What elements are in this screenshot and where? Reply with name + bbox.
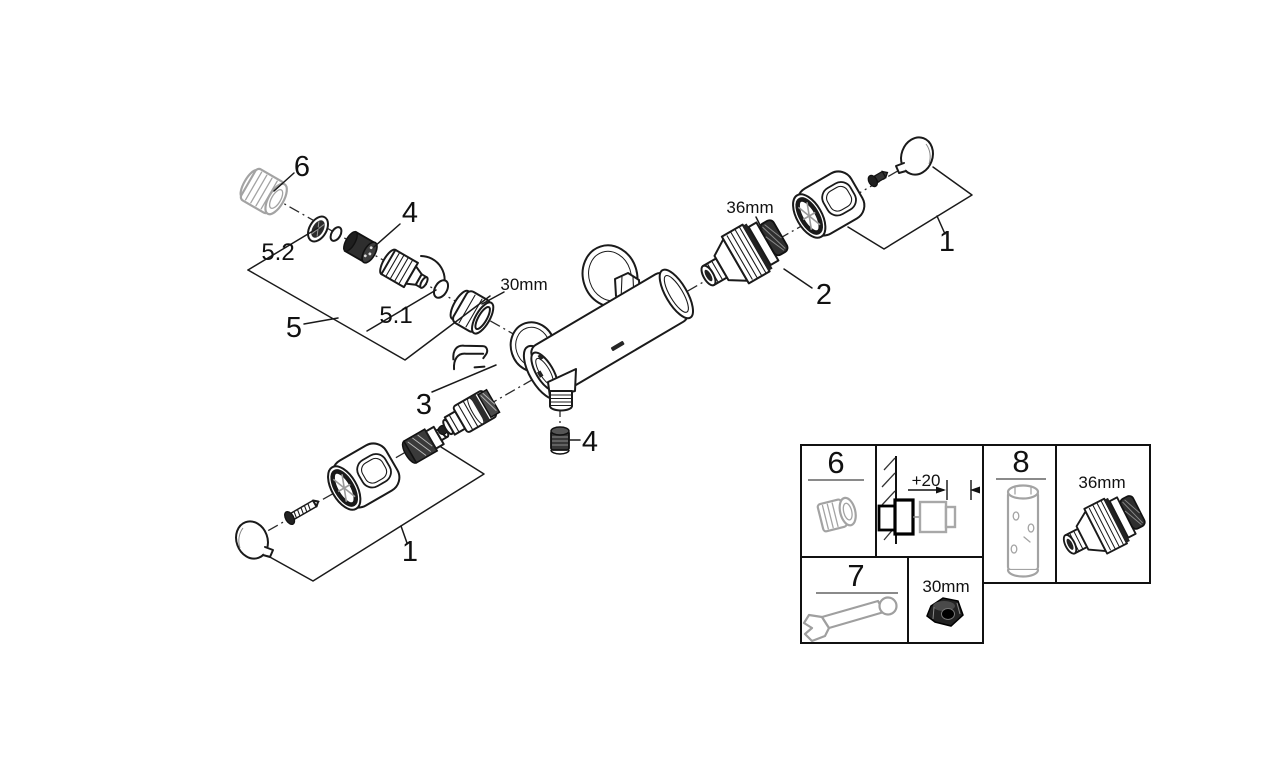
- callout-check-valve-group: 5: [286, 312, 302, 344]
- callout-cap-plug: 6: [294, 151, 310, 183]
- thermostat-cartridge-icon: [1053, 485, 1152, 570]
- body-lug: [537, 353, 544, 361]
- legend-table: 6 +20: [800, 444, 1152, 644]
- legend-8-label: 8: [1012, 444, 1029, 479]
- cap-plug-part: [239, 167, 288, 216]
- handle-screw-right: [867, 170, 889, 188]
- legend-plus20-label: +20: [912, 471, 941, 490]
- open-end-wrench-icon: [802, 596, 898, 643]
- outlet-check-valve-part: [550, 426, 570, 455]
- socket-sleeve-tool-icon: [1006, 484, 1040, 578]
- callout-cartridge-size: 36mm: [726, 198, 773, 217]
- handle-cap-disc-left: [229, 515, 275, 565]
- thermostat-cartridge-part: [689, 209, 795, 303]
- callout-union-nut-size: 30mm: [500, 275, 547, 294]
- small-o-ring: [329, 226, 343, 242]
- diverter-cartridge-part: [437, 388, 501, 436]
- adapter-part: [343, 230, 378, 264]
- legend-cell-6: 6: [808, 445, 864, 533]
- dimension-arrow-right: [936, 486, 946, 494]
- inlet-axis-line: [252, 185, 546, 353]
- legend-36mm-label: 36mm: [1078, 473, 1125, 492]
- extension-adapter-icon: [816, 496, 857, 533]
- handle-cap-disc-right: [894, 131, 940, 181]
- check-valve-part: [379, 248, 429, 289]
- callouts: 6 5.2 4 5 5.1 30mm 3 4 36mm 2 1 1: [247, 151, 973, 582]
- callout-handle-left: 1: [402, 536, 418, 568]
- hex-nut-icon: [926, 597, 964, 627]
- body-logo-mark: [610, 341, 625, 352]
- callout-outlet-check-valve: 4: [582, 426, 598, 458]
- callout-handle-right: 1: [939, 226, 955, 258]
- legend-7-label: 7: [847, 558, 864, 593]
- callout-thermostat-cartridge: 2: [816, 279, 832, 311]
- body-lug: [536, 370, 544, 378]
- wall-extension-dimension-diagram: [877, 498, 957, 536]
- callout-adapter-top: 4: [402, 197, 418, 229]
- legend-cell-36mm: 36mm: [1053, 473, 1152, 570]
- filter-seal-part: [307, 215, 329, 243]
- shower-outlet: [547, 368, 577, 412]
- handle-housing-left: [320, 438, 404, 517]
- union-nut-30mm-part: [449, 289, 495, 335]
- legend-cell-plus20: +20: [877, 456, 980, 544]
- callout-check-valve: 5.1: [379, 302, 412, 329]
- check-valve-o-ring: [432, 279, 450, 299]
- callout-filter-seal: 5.2: [261, 239, 294, 266]
- legend-6-label: 6: [827, 445, 844, 480]
- callout-diverter-group: 3: [416, 389, 432, 421]
- legend-cell-30mm: 30mm: [922, 577, 970, 627]
- handle-screw-left: [284, 499, 320, 526]
- dimension-arrow-left: [970, 486, 980, 494]
- legend-30mm-label: 30mm: [922, 577, 969, 596]
- legend-cell-8: 8: [996, 444, 1046, 578]
- legend-cell-7: 7: [802, 558, 898, 643]
- retaining-clip-part: [452, 344, 489, 371]
